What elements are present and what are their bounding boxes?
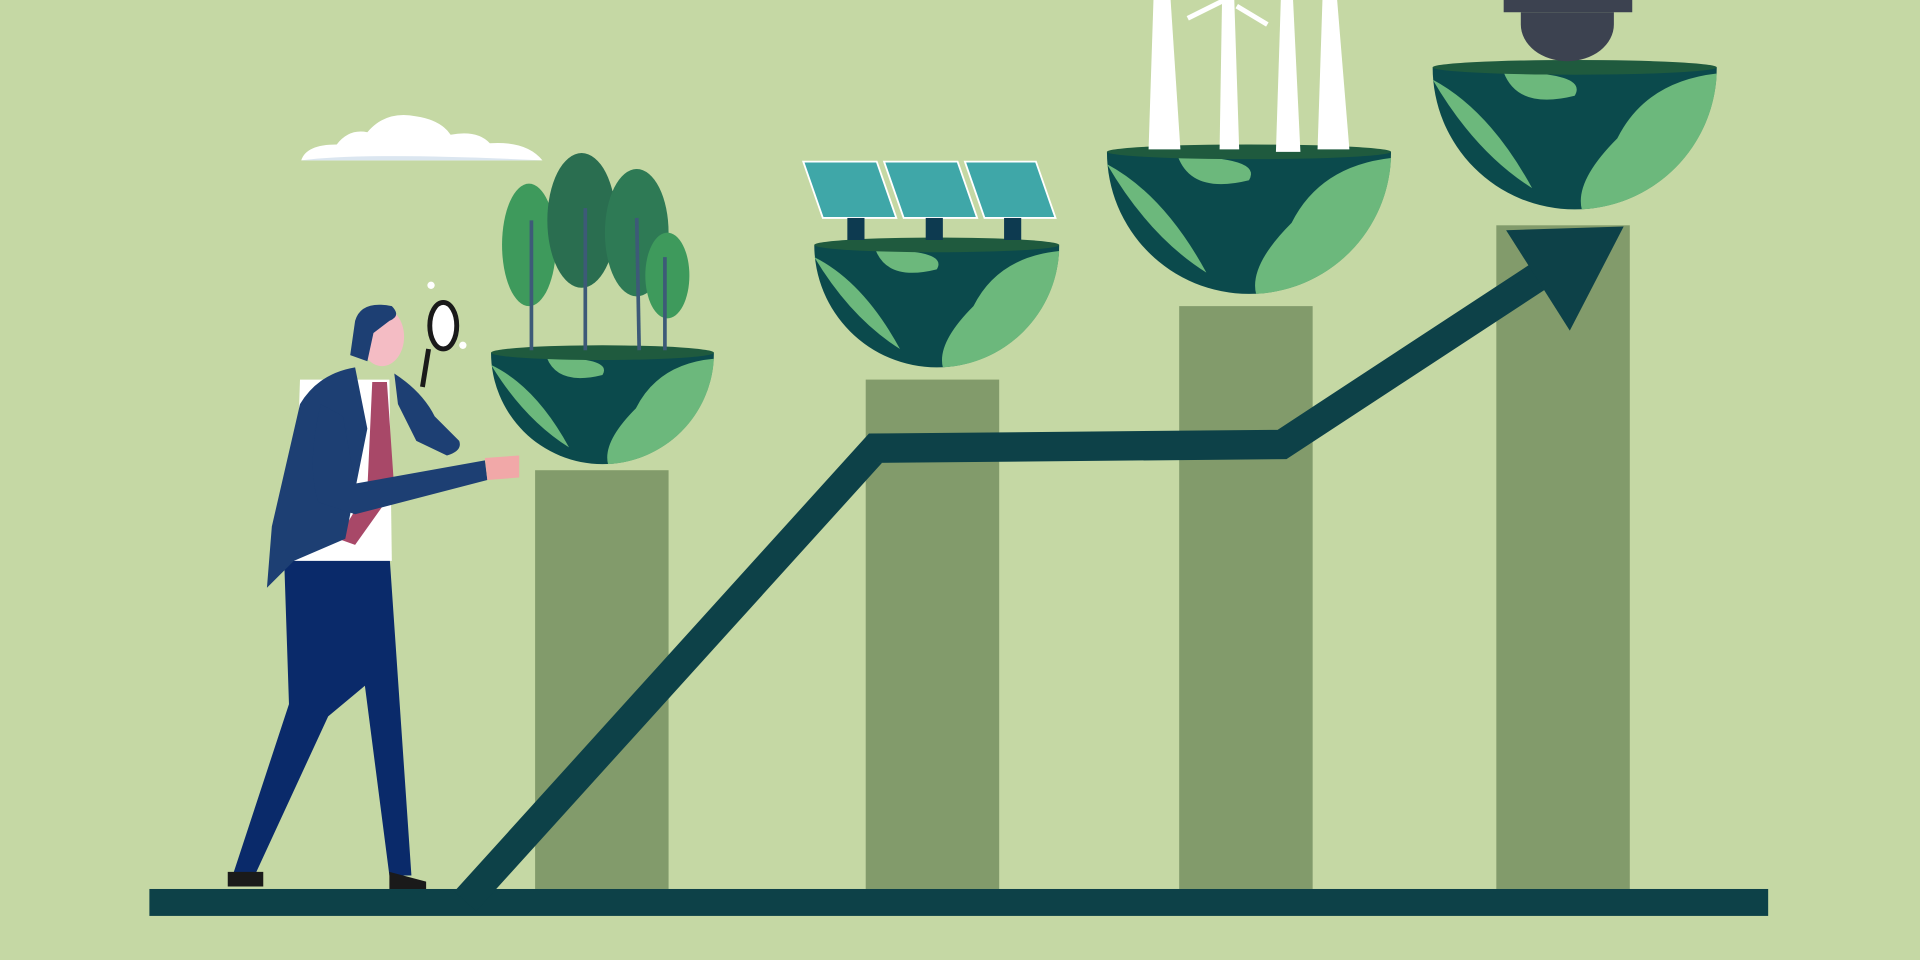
- bar-columns: [535, 225, 1630, 889]
- trees-icon: [502, 153, 690, 351]
- column-3: [1179, 306, 1313, 889]
- solar-panels-icon: [801, 160, 1057, 240]
- half-globe-2: [814, 237, 1060, 368]
- half-globe-1: [491, 345, 714, 465]
- cloud-icon: [301, 114, 543, 161]
- half-globe-4: [1432, 60, 1717, 210]
- factory-icon: [1503, 0, 1633, 62]
- column-2: [865, 379, 1000, 889]
- wind-turbines-icon: [1148, 0, 1350, 152]
- half-globe-3: [1106, 144, 1392, 294]
- baseline: [149, 888, 1769, 916]
- growth-arrow-icon: [454, 226, 1624, 912]
- magnifying-glass-icon: [420, 300, 460, 388]
- businessman: [227, 281, 520, 889]
- column-4: [1496, 225, 1630, 889]
